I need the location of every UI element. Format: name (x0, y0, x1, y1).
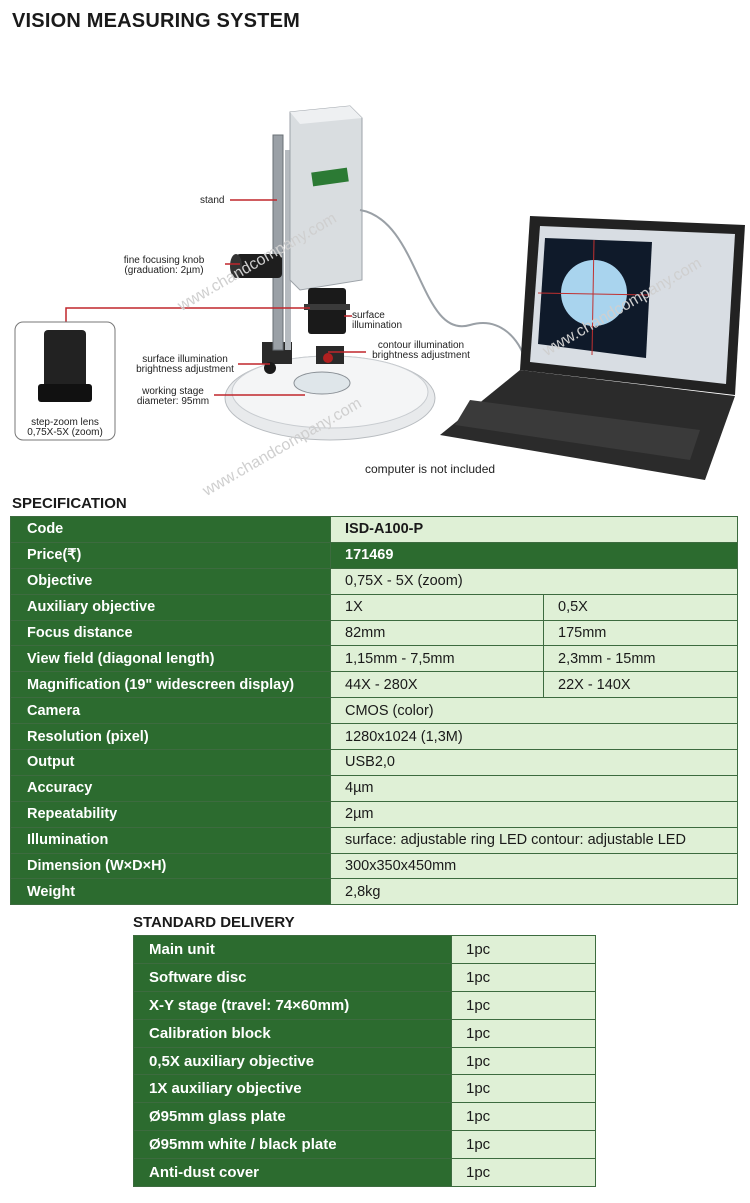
delivery-row: X-Y stage (travel: 74×60mm)1pc (133, 990, 596, 1020)
product-illustration: www.chandcompany.com www.chandcompany.co… (0, 40, 750, 500)
spec-key: Auxiliary objective (10, 593, 331, 621)
delivery-item: Calibration block (133, 1018, 452, 1048)
spec-value: surface: adjustable ring LED contour: ad… (330, 826, 738, 854)
spec-value: 1X (330, 593, 544, 621)
spec-key: Output (10, 749, 331, 776)
delivery-item: X-Y stage (travel: 74×60mm) (133, 990, 452, 1020)
delivery-item: Software disc (133, 962, 452, 992)
label-stand: stand (200, 195, 225, 206)
spec-value: 2,8kg (330, 878, 738, 906)
delivery-item: 1X auxiliary objective (133, 1074, 452, 1104)
spec-value: CMOS (color) (330, 697, 738, 725)
spec-key: Accuracy (10, 774, 331, 802)
spec-value: 44X - 280X (330, 671, 544, 699)
spec-key: Repeatability (10, 800, 331, 828)
spec-row: Magnification (19" widescreen display)44… (10, 671, 738, 699)
specification-heading: SPECIFICATION (12, 495, 127, 512)
delivery-heading: STANDARD DELIVERY (133, 914, 295, 931)
spec-key: Dimension (W×D×H) (10, 852, 331, 880)
spec-value: 2,3mm - 15mm (543, 645, 738, 673)
delivery-qty: 1pc (451, 1158, 596, 1188)
spec-key: Weight (10, 878, 331, 906)
delivery-qty: 1pc (451, 1018, 596, 1048)
delivery-item: Ø95mm white / black plate (133, 1130, 452, 1160)
spec-value: USB2,0 (330, 749, 738, 776)
spec-value: 1,15mm - 7,5mm (330, 645, 544, 673)
spec-value: 300x350x450mm (330, 852, 738, 880)
delivery-item: Anti-dust cover (133, 1158, 452, 1188)
microscope-and-laptop-drawing (14, 105, 745, 480)
spec-value: 171469 (330, 541, 738, 569)
delivery-qty: 1pc (451, 1102, 596, 1132)
spec-key: Objective (10, 567, 331, 595)
spec-key: Camera (10, 697, 331, 725)
spec-row: Dimension (W×D×H)300x350x450mm (10, 852, 738, 880)
spec-key: Focus distance (10, 619, 331, 647)
spec-value: 2µm (330, 800, 738, 828)
spec-key: Magnification (19" widescreen display) (10, 671, 331, 699)
delivery-item: Main unit (133, 935, 452, 964)
spec-key: Resolution (pixel) (10, 723, 331, 751)
spec-key: Price(₹) (10, 541, 331, 569)
delivery-item: 0,5X auxiliary objective (133, 1046, 452, 1076)
spec-row: Price(₹)171469 (10, 541, 738, 569)
spec-value: 82mm (330, 619, 544, 647)
spec-row: Resolution (pixel)1280x1024 (1,3M) (10, 723, 738, 751)
computer-note: computer is not included (365, 462, 496, 476)
page-title: VISION MEASURING SYSTEM (12, 10, 300, 32)
spec-key: Code (10, 516, 331, 543)
delivery-qty: 1pc (451, 935, 596, 964)
delivery-item: Ø95mm glass plate (133, 1102, 452, 1132)
spec-key: View field (diagonal length) (10, 645, 331, 673)
spec-row: View field (diagonal length)1,15mm - 7,5… (10, 645, 738, 673)
delivery-qty: 1pc (451, 1046, 596, 1076)
spec-value: ISD-A100-P (330, 516, 738, 543)
spec-value: 0,5X (543, 593, 738, 621)
spec-value: 175mm (543, 619, 738, 647)
delivery-qty: 1pc (451, 990, 596, 1020)
delivery-qty: 1pc (451, 962, 596, 992)
delivery-qty: 1pc (451, 1074, 596, 1104)
label-focus-knob: fine focusing knob(graduation: 2µm) (123, 255, 205, 276)
spec-value: 22X - 140X (543, 671, 738, 699)
spec-value: 1280x1024 (1,3M) (330, 723, 738, 751)
delivery-qty: 1pc (451, 1130, 596, 1160)
spec-value: 4µm (330, 774, 738, 802)
spec-key: Illumination (10, 826, 331, 854)
spec-value: 0,75X - 5X (zoom) (330, 567, 738, 595)
